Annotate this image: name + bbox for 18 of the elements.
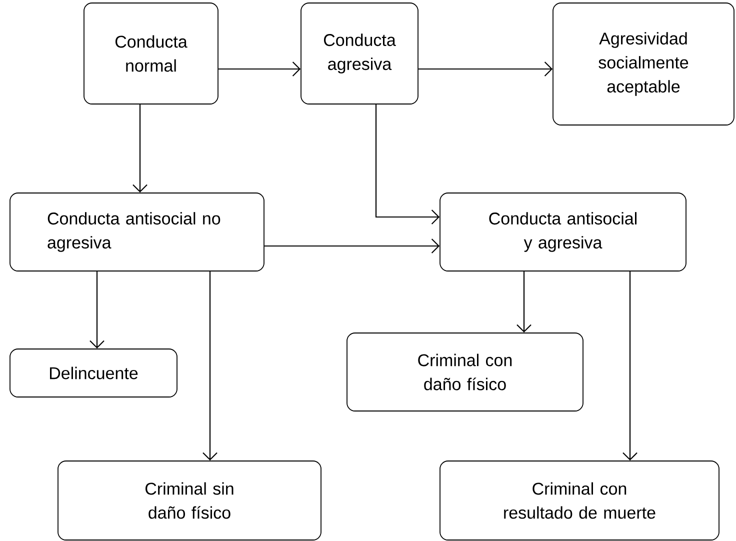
process-box: Criminal con resultado de muerte <box>440 460 720 540</box>
arrow <box>132 104 148 193</box>
arrow <box>375 104 440 224</box>
arrow <box>622 271 638 461</box>
arrow <box>516 271 532 333</box>
arrow <box>418 62 553 76</box>
process-box: Criminal con daño físico <box>346 332 584 412</box>
process-box: Delincuente <box>10 348 178 398</box>
arrow <box>202 271 218 461</box>
process-box: Conducta antisocial y agresiva <box>440 192 686 272</box>
arrow <box>264 238 440 254</box>
arrow <box>90 271 104 349</box>
process-box: Criminal sin daño físico <box>58 460 322 540</box>
arrow <box>218 62 301 76</box>
process-box: Conducta antisocial no agresiva <box>10 192 264 272</box>
process-box: Conducta agresiva <box>300 2 418 104</box>
process-box: Agresividad socialmente aceptable <box>552 2 734 126</box>
process-box: Conducta normal <box>84 2 218 104</box>
